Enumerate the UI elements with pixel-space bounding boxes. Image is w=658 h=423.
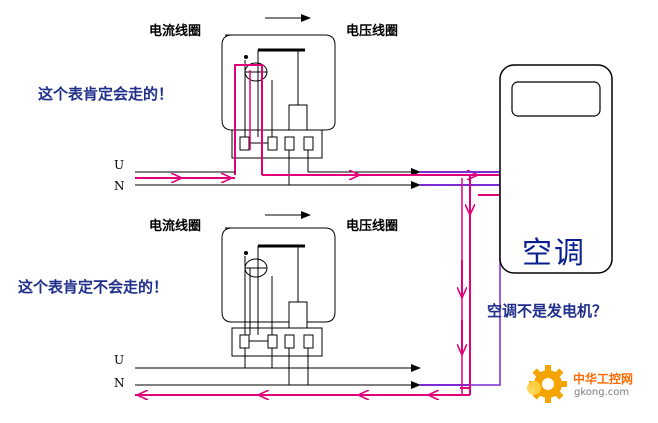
watermark-brand: 中华工控网 (573, 372, 634, 386)
gear-icon (527, 365, 567, 403)
meter-2-voltage-coil-label: 电压线圈 (346, 219, 399, 234)
meter-2-u-label: U (114, 353, 125, 367)
meter-2-body (221, 227, 336, 323)
meter-1-current-coil-label: 电流线圈 (149, 24, 202, 39)
meter-2 (221, 211, 336, 385)
meter-2-resistor (288, 301, 308, 329)
meter-2-claim: 这个表肯定不会走的！ (18, 278, 169, 296)
ac-question: 空调不是发电机？ (487, 302, 608, 320)
ac-body (499, 64, 613, 274)
ac-label: 空调 (522, 236, 586, 271)
watermark-site: gkong.com (574, 387, 630, 398)
meter-1-u-label: U (114, 158, 125, 172)
meter-1-current-path (234, 64, 263, 175)
meter-2-supply-lines (135, 364, 470, 395)
meter-1-claim: 这个表肯定会走的！ (38, 85, 174, 103)
meter-1-n-label: N (114, 179, 125, 193)
meter-1-resistor (288, 104, 308, 131)
meter-1-voltage-coil-label: 电压线圈 (346, 24, 399, 39)
air-conditioner (499, 64, 613, 274)
meter-2-current-coil-label: 电流线圈 (149, 219, 202, 234)
ac-display (511, 81, 601, 117)
meter-1-supply-lines (135, 168, 500, 189)
meter-2-n-label: N (114, 376, 125, 390)
meter-1 (221, 14, 336, 185)
